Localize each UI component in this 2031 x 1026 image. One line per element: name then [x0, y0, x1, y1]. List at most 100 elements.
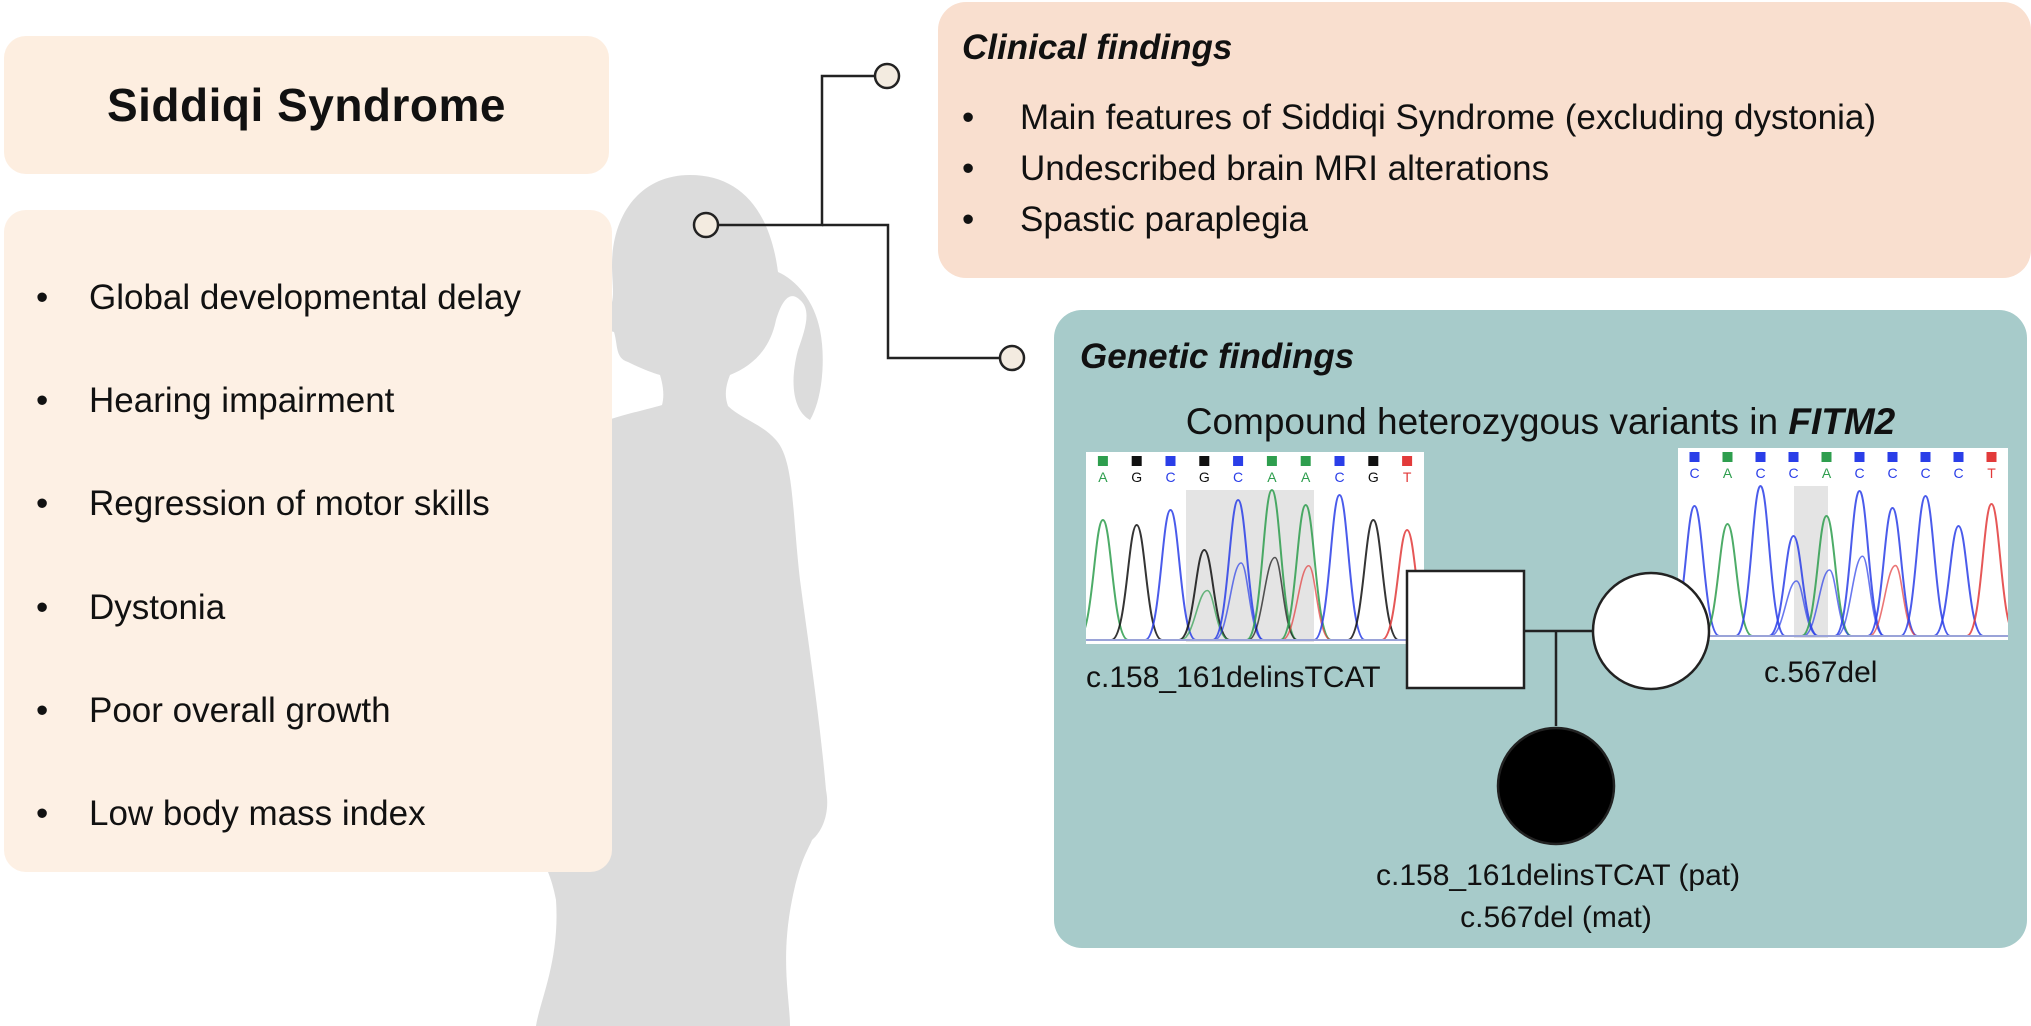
genetic-subtitle: Compound heterozygous variants in FITM2 [1054, 401, 2027, 443]
base-letter: G [1368, 469, 1379, 485]
trace-peak [1144, 508, 1197, 641]
subtitle-prefix: Compound heterozygous variants in [1185, 401, 1789, 442]
base-letter: A [1822, 465, 1832, 481]
base-letter: A [1098, 469, 1108, 485]
trace-peak [1313, 493, 1366, 641]
trace-peaks [1678, 484, 2008, 637]
base-marker [1199, 456, 1210, 466]
mother-variant: c.567del [1764, 656, 1878, 689]
base-letter: C [1334, 469, 1344, 485]
bullet: • [36, 691, 49, 730]
bullet: • [36, 588, 49, 627]
affected-child-circle [1496, 726, 1616, 846]
base-marker [1887, 452, 1898, 462]
base-letter: C [1953, 465, 1963, 481]
bullet: • [962, 200, 975, 239]
secondary-trace-peak [1247, 556, 1298, 641]
base-marker [1334, 456, 1345, 466]
mother-circle [1591, 571, 1711, 691]
base-marker [1722, 452, 1733, 462]
secondary-trace-peak [1214, 562, 1264, 641]
trace-peak [1867, 506, 1918, 637]
trace-peak [1110, 523, 1163, 641]
base-letter: A [1723, 465, 1733, 481]
secondary-trace-peak [1836, 555, 1885, 637]
base-letter: C [1755, 465, 1765, 481]
base-letter: A [1301, 469, 1311, 485]
page-title: Siddiqi Syndrome [106, 79, 507, 131]
trace-peak [1966, 502, 2008, 637]
symptom-text: Regression of motor skills [89, 484, 490, 523]
trace-peak [1086, 518, 1129, 641]
base-letter: C [1233, 469, 1243, 485]
bullet: • [36, 794, 49, 833]
clinical-findings-box [938, 2, 2031, 278]
clinical-item-text: Undescribed brain MRI alterations [1020, 149, 1550, 188]
base-marker [1131, 456, 1142, 466]
base-marker [1300, 456, 1311, 466]
base-letter: G [1131, 469, 1142, 485]
base-letter: T [1403, 469, 1412, 485]
symptom-text: Dystonia [89, 588, 226, 627]
bullet: • [962, 149, 975, 188]
base-marker [1920, 452, 1931, 462]
connector-to-genetic [822, 223, 1000, 360]
clinical-item-text: Spastic paraplegia [1020, 200, 1308, 239]
bullet: • [36, 278, 49, 317]
trace-peak [1801, 514, 1852, 637]
child-variant-maternal: c.567del (mat) [1460, 901, 1652, 934]
symptom-text: Low body mass index [89, 794, 426, 833]
title-box: Siddiqi Syndrome [4, 36, 609, 174]
trace-peaks [1086, 488, 1424, 641]
bullet: • [36, 381, 49, 420]
symptoms-box [4, 210, 612, 872]
connector-node-head [692, 211, 720, 239]
base-marker [1821, 452, 1832, 462]
base-marker [1266, 456, 1277, 466]
base-marker [1953, 452, 1964, 462]
father-square [1405, 569, 1526, 690]
trace-peak [1933, 524, 1984, 637]
genetic-findings-title: Genetic findings [1080, 337, 1355, 376]
father-variant: c.158_161delinsTCAT [1086, 661, 1381, 694]
base-marker [1986, 452, 1997, 462]
base-letter: C [1689, 465, 1699, 481]
base-letter: C [1887, 465, 1897, 481]
trace-peak [1768, 534, 1819, 637]
bullet: • [36, 484, 49, 523]
bullet: • [962, 98, 975, 137]
base-marker [1689, 452, 1700, 462]
base-letter: G [1199, 469, 1210, 485]
clinical-findings-title: Clinical findings [962, 28, 1233, 67]
base-marker [1788, 452, 1799, 462]
base-letter: T [1987, 465, 1996, 481]
trace-peak [1347, 518, 1400, 641]
trace-peak [1279, 503, 1332, 641]
base-marker [1402, 456, 1413, 466]
base-marker [1368, 456, 1379, 466]
symptom-text: Poor overall growth [89, 691, 391, 730]
trace-peak [1833, 489, 1886, 637]
base-letter: C [1854, 465, 1864, 481]
base-marker [1097, 456, 1108, 466]
base-letter: C [1165, 469, 1175, 485]
base-marker [1755, 452, 1766, 462]
trace-peak [1900, 494, 1951, 637]
trace-peak [1178, 548, 1231, 641]
trace-peak [1246, 488, 1298, 641]
connector-node-clinical [873, 62, 901, 90]
trace-peak [1735, 484, 1786, 637]
base-letter: C [1920, 465, 1930, 481]
gene-name: FITM2 [1788, 401, 1896, 442]
connector-to-clinical [706, 74, 875, 227]
clinical-item-text: Main features of Siddiqi Syndrome (exclu… [1020, 98, 1876, 137]
base-marker [1165, 456, 1176, 466]
base-marker [1233, 456, 1244, 466]
connector-node-genetic [998, 344, 1026, 372]
